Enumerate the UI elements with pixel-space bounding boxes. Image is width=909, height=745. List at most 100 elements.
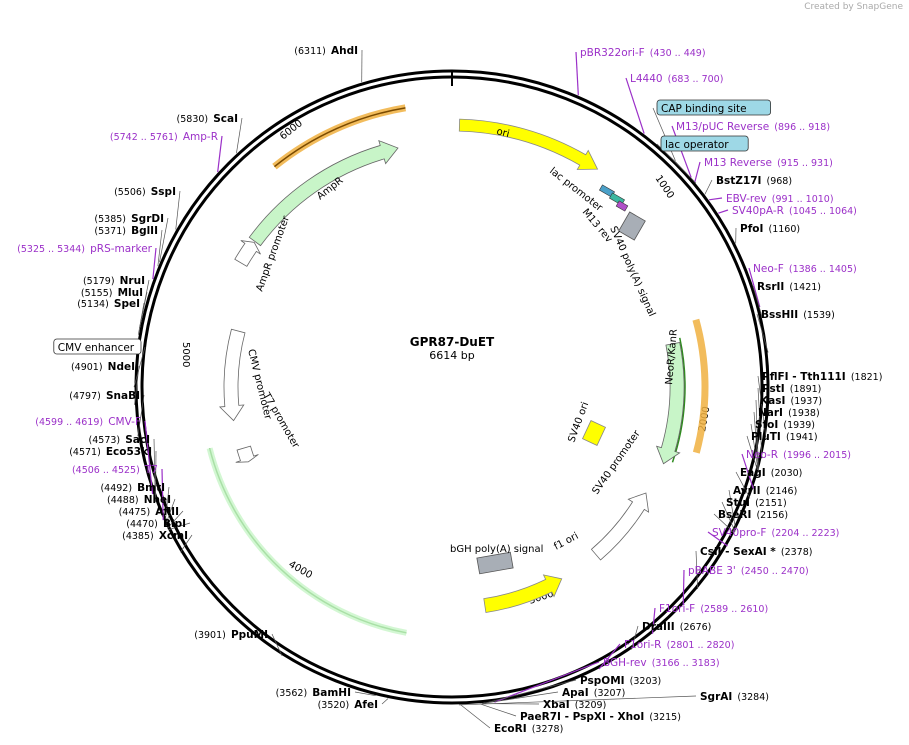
ampr-feature (248, 139, 399, 247)
leader-prs-marker (152, 247, 157, 280)
leader-m13-puc-reverse (671, 125, 692, 178)
lac-operator-feature (615, 200, 629, 212)
site-bmti-label: (4492) BmtI (100, 476, 165, 495)
leader-pluti (746, 435, 759, 473)
site-psti-label: PstI (1891) (762, 377, 821, 396)
t7-promoter-label: T7 promoter (260, 390, 301, 451)
primer-sv40pa-r-label: SV40pA-R (1045 .. 1064) (732, 199, 857, 218)
leader-blpi (167, 522, 191, 531)
site-nhei-label: (4488) NheI (107, 488, 171, 507)
site-bglii-label: (5371) BglII (94, 219, 158, 238)
leader-sgrdi (159, 217, 169, 263)
leader-l4440 (625, 77, 645, 134)
plasmid-name: GPR87-DuET (410, 335, 495, 349)
leader-ecori (460, 704, 491, 729)
leader-afei (381, 698, 389, 705)
leader-cap-binding-site (652, 107, 676, 161)
site-bsshii-label: BssHII (1539) (761, 303, 835, 322)
site-saci-label: (4573) SacI (89, 428, 150, 447)
leader-ndei (134, 365, 140, 406)
site-mlui-label: (5155) MluI (81, 281, 143, 300)
cmv-enhancer-badge-box (53, 338, 142, 355)
ori-label: ori (495, 126, 510, 140)
cap-binding-site-badge-box (656, 99, 771, 116)
leader-sgrai (458, 695, 697, 706)
leader-snabi (137, 394, 145, 437)
primer-f1ori-f-label: F1ori-F (2589 .. 2610) (659, 597, 768, 616)
cap-binding-site-label: CAP binding site (661, 103, 747, 115)
site-rsrii-label: RsrII (1421) (757, 275, 821, 294)
site-draiii-label: DraIII (2676) (642, 615, 711, 634)
site-sgrai-label: SgrAI (3284) (700, 685, 769, 704)
lac-operator-badge-box (660, 135, 749, 152)
site-snabi-label: (4797) SnaBI (69, 384, 140, 403)
neo-highlight (692, 318, 709, 454)
site-pflfi-tth111i-label: PflFI - Tth111I (1821) (762, 365, 882, 384)
site-pfoi-label: PfoI (1160) (740, 217, 800, 236)
leader-psti (757, 387, 763, 459)
leader-t7 (161, 468, 164, 521)
site-sgrdi-label: (5385) SgrDI (94, 207, 164, 226)
site-pluti-label: PluTI (1941) (751, 425, 818, 444)
snapgene-credit: Created by SnapGene (804, 2, 903, 12)
site-sfoi-label: SfoI (1939) (755, 413, 815, 432)
leader-nari (753, 411, 759, 472)
primer-cmv-f-label: (4599 .. 4619) CMV-F (35, 410, 141, 429)
sv40-promoter-feature (590, 492, 650, 561)
leader-draiii (631, 625, 639, 650)
site-kasi-label: KasI (1937) (760, 389, 822, 408)
primer-m13-puc-reverse-label: M13/pUC Reverse (896 .. 918) (676, 115, 830, 134)
ampr-promoter-feature (234, 240, 261, 267)
primer-f1ori-r-label: F1ori-R (2801 .. 2820) (624, 633, 734, 652)
leader-f1ori-r (598, 643, 621, 670)
site-blpi-label: (4470) BlpI (126, 512, 186, 531)
lac-operator-badge: lac operator (660, 135, 749, 152)
leader-bgh-rev (494, 661, 600, 703)
neo-direction-line (671, 337, 686, 463)
leader-sv40pa-r (718, 209, 729, 214)
ori-feature (458, 118, 599, 170)
site-stui-label: StuI (2151) (726, 491, 787, 510)
site-bseri-label: BseRI (2156) (718, 503, 788, 522)
leader-aflii (166, 510, 184, 529)
leader-apai (482, 691, 559, 704)
cmv-enhancer-badge: CMV enhancer (53, 338, 142, 355)
site-labels-left: (6311) AhdI(5830) ScaI(5742 .. 5761) Amp… (17, 45, 378, 711)
cap-binding-site-badge: CAP binding site (656, 99, 771, 116)
leader-f1ori-f (651, 607, 656, 634)
primer-ebv-rev-label: EBV-rev (991 .. 1010) (726, 187, 834, 206)
leader-pbr322ori-f (575, 51, 579, 96)
cmv-enhancer-label: CMV enhancer (58, 342, 135, 354)
f1-ori-feature (483, 574, 563, 613)
bottom-green-line (208, 448, 407, 634)
neokanr-feature (655, 341, 685, 465)
leader-neo-r (741, 453, 754, 489)
primer-neo-f-label: Neo-F (1386 .. 1405) (753, 257, 857, 276)
leader-bsshii (756, 313, 769, 353)
leader-pflfi-tth111i (757, 375, 767, 438)
site-bamhi-label: (3562) BamHI (276, 681, 351, 700)
leader-csii-sexai (695, 550, 698, 590)
primer-pbr322ori-f-label: pBR322ori-F (430 .. 449) (580, 41, 706, 60)
primer-l4440-label: L4440 (683 .. 700) (630, 67, 723, 86)
site-spei-label: (5134) SpeI (77, 292, 140, 311)
site-pspomi-label: PspOMI (3203) (580, 669, 661, 688)
primer-pbabe-3-label: pBABE 3' (2450 .. 2470) (688, 559, 809, 578)
site-ecori-label: EcoRI (3278) (494, 717, 563, 736)
leader-nhei (165, 498, 176, 526)
site-leader-lines (133, 49, 769, 729)
leader-pspomi (483, 679, 577, 704)
site-xbai-label: XbaI (3209) (543, 693, 606, 712)
leader-sfoi (750, 423, 759, 473)
site-paer7i-pspxi-xhoi-label: PaeR7I - PspXI - XhoI (3215) (520, 705, 681, 724)
leader-bglii (157, 229, 163, 267)
leader-paer7i-pspxi-xhoi (479, 703, 517, 717)
leader-cmv-f (144, 420, 154, 495)
primer-bgh-rev-label: BGH-rev (3166 .. 3183) (603, 651, 720, 670)
leader-amp-r (217, 135, 223, 173)
site-csii-sexai-label: CsiI - SexAI * (2378) (700, 540, 812, 559)
leader-pbabe-3 (682, 569, 685, 606)
sv40-ori-feature (581, 420, 607, 446)
site-eagi-label: EagI (2030) (740, 461, 802, 480)
